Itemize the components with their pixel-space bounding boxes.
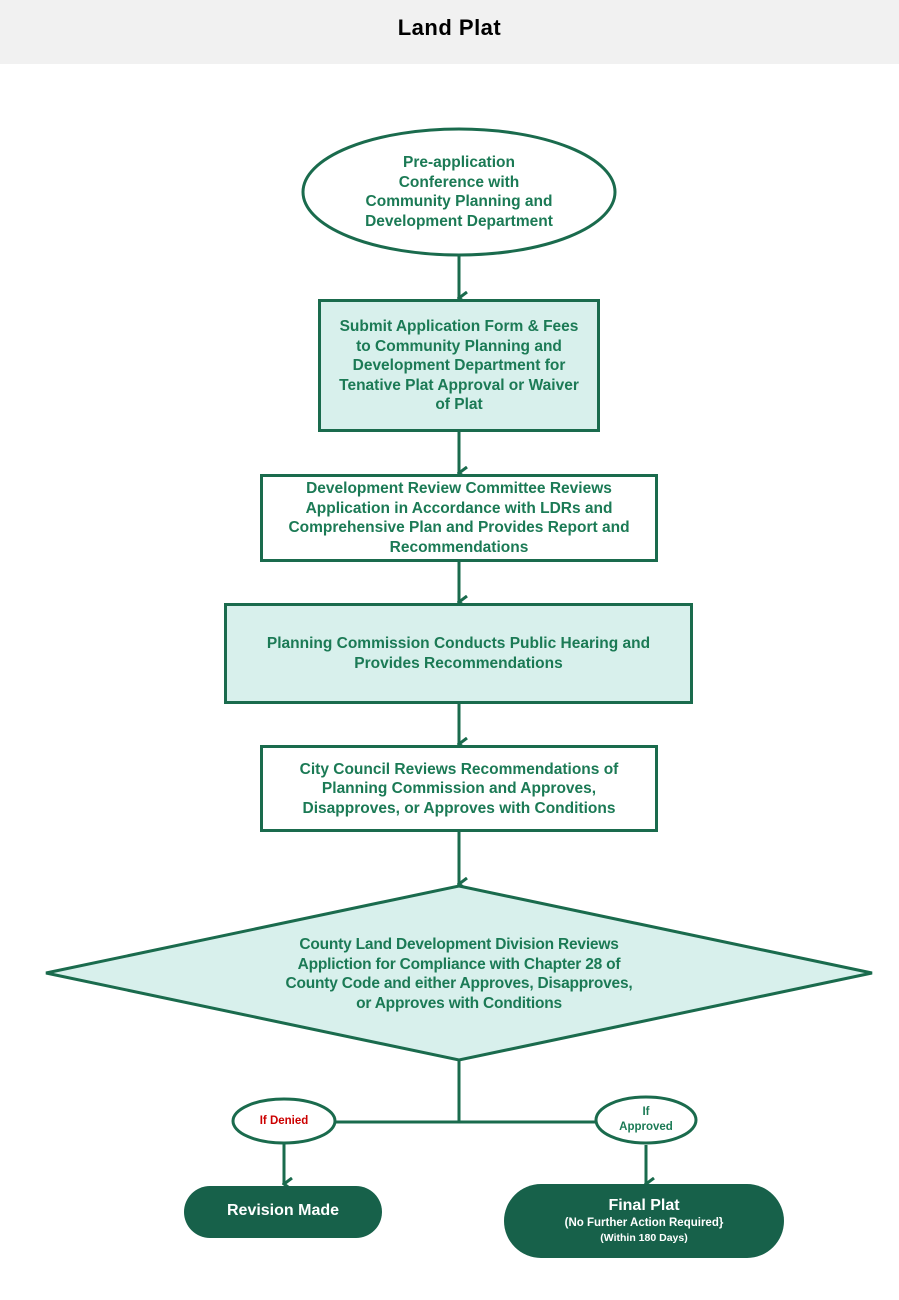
council-box xyxy=(260,745,658,832)
planning-box xyxy=(224,603,693,704)
final-plat-title: Final Plat xyxy=(608,1197,680,1214)
county-diamond xyxy=(45,884,873,1062)
submit-box xyxy=(318,299,600,432)
start-node-text: Pre-application Conference with Communit… xyxy=(365,154,553,230)
submit-node: Submit Application Form & Fees to Commun… xyxy=(320,307,598,425)
planning-node-text: Planning Commission Conducts Public Hear… xyxy=(266,635,651,672)
denied-label: If Denied xyxy=(259,1115,309,1127)
revision-made-text: Revision Made xyxy=(226,1202,340,1219)
submit-node-text: Submit Application Form & Fees to Commun… xyxy=(339,318,579,414)
start-node: Pre-application Conference with Communit… xyxy=(330,140,588,244)
approved-ellipse xyxy=(594,1095,698,1145)
page-title: Land Plat xyxy=(397,15,502,40)
denied-ellipse xyxy=(231,1097,337,1145)
drc-box xyxy=(260,474,658,562)
approved-label: If Approved xyxy=(619,1106,673,1133)
county-node: County Land Development Division Reviews… xyxy=(230,930,688,1018)
drc-node-text: Development Review Committee Reviews App… xyxy=(288,480,630,556)
drc-node: Development Review Committee Reviews App… xyxy=(262,477,656,559)
planning-node: Planning Commission Conducts Public Hear… xyxy=(226,605,691,702)
revision-terminal xyxy=(184,1186,382,1238)
council-node-text: City Council Reviews Recommendations of … xyxy=(299,760,619,817)
final-plat-duration: (Within 180 Days) xyxy=(600,1232,688,1244)
county-node-text: County Land Development Division Reviews… xyxy=(285,936,633,1012)
start-ellipse xyxy=(301,127,617,257)
council-node: City Council Reviews Recommendations of … xyxy=(262,748,656,830)
page-header: Land Plat xyxy=(0,0,899,64)
final-plat-subtitle: (No Further Action Required} xyxy=(564,1217,724,1229)
final-terminal xyxy=(504,1184,784,1258)
final-plat-text: Final Plat (No Further Action Required} … xyxy=(504,1196,784,1245)
